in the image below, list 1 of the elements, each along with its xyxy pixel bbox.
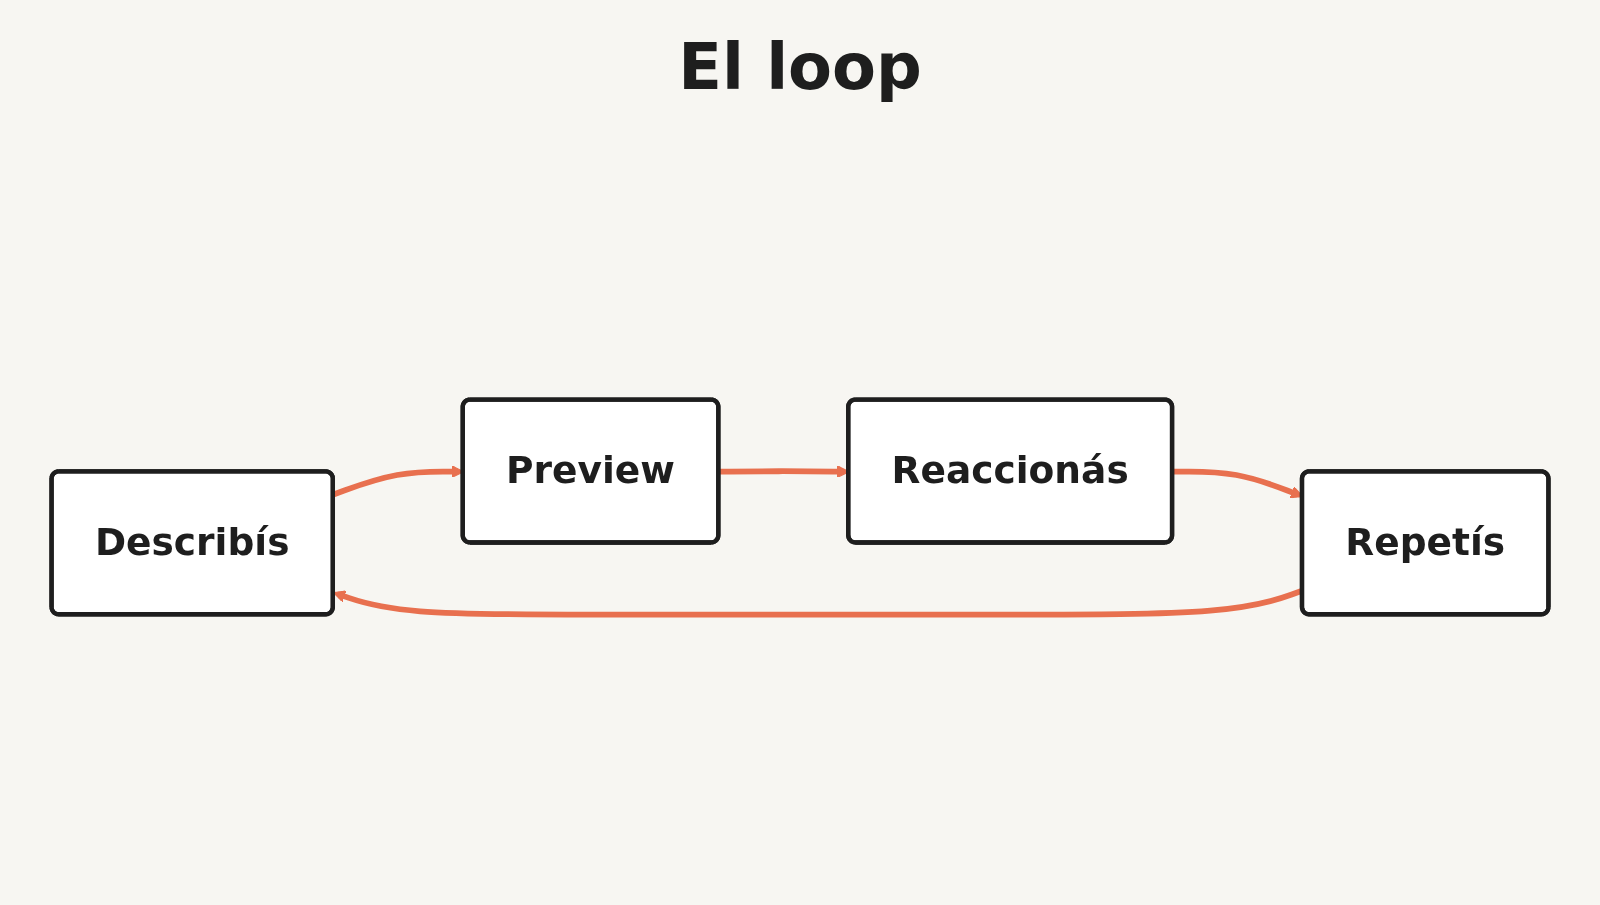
diagram-title: El loop bbox=[677, 30, 923, 104]
